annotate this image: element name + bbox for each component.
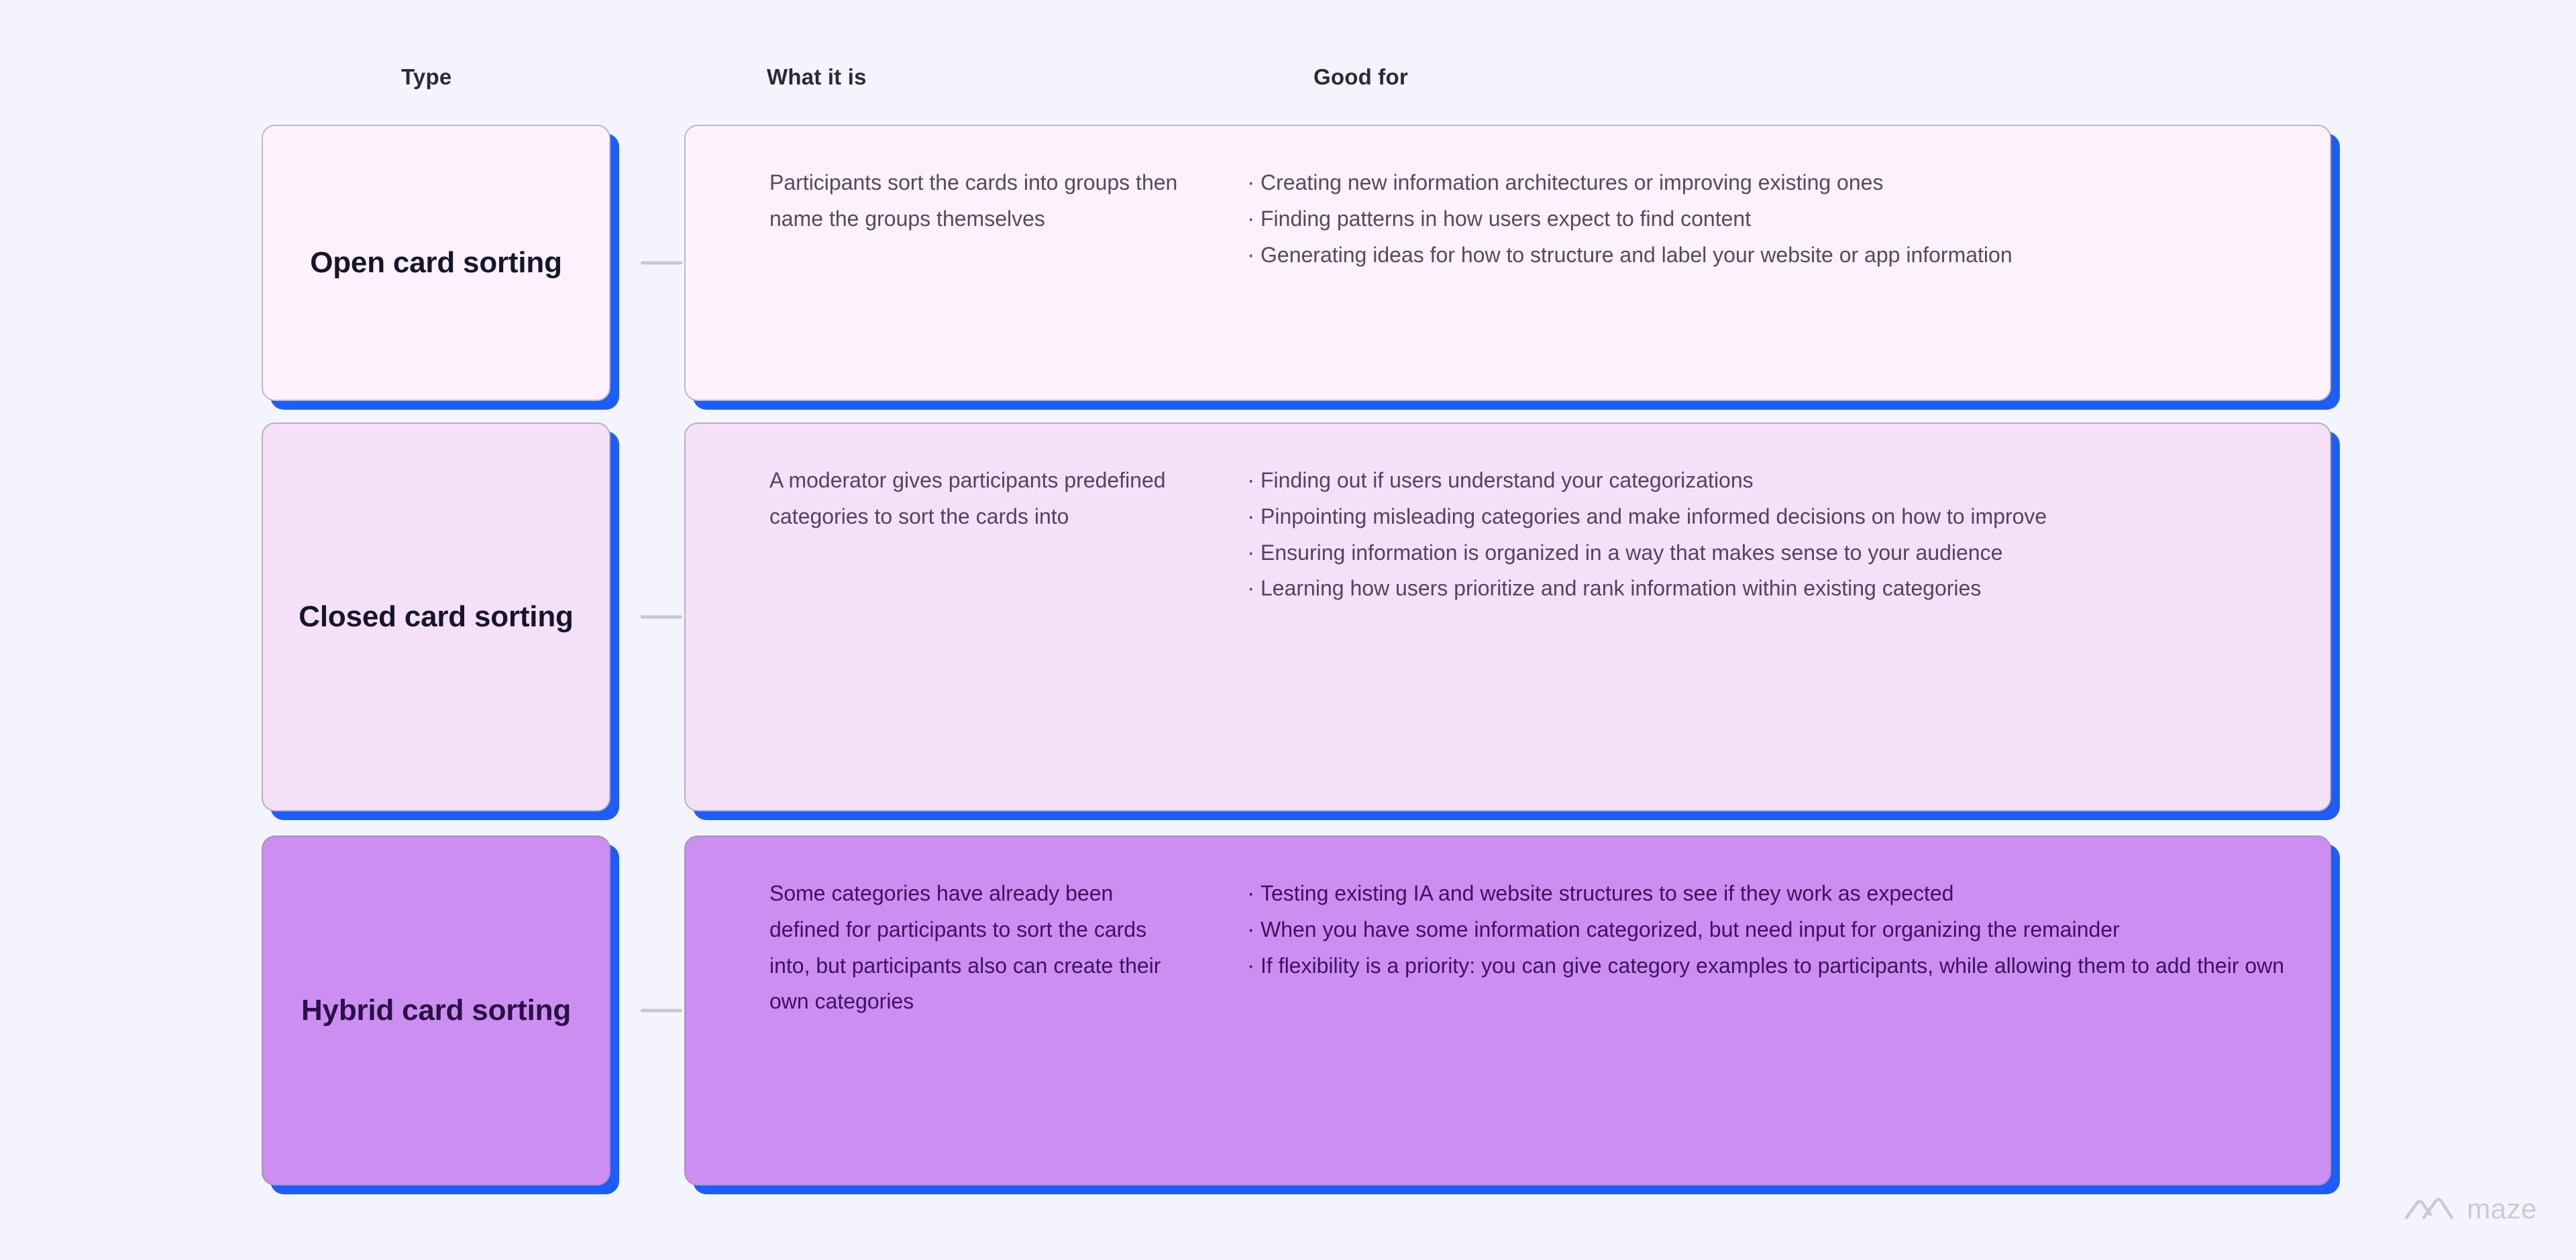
good-for-item: Finding out if users understand your cat… <box>1246 461 2303 500</box>
good-for-column: Finding out if users understand your cat… <box>1236 424 2330 608</box>
good-for-item: When you have some information categoriz… <box>1246 911 2303 949</box>
type-label-text: Open card sorting <box>310 245 562 279</box>
good-for-item: If flexibility is a priority: you can gi… <box>1246 947 2303 985</box>
content-card-closed-card-sorting[interactable]: A moderator gives participants predefine… <box>684 422 2331 811</box>
column-header-good-for: Good for <box>1313 64 1408 89</box>
column-header-type: Type <box>401 64 452 89</box>
type-label-text: Hybrid card sorting <box>301 993 572 1027</box>
brand-name-text: maze <box>2467 1192 2537 1224</box>
good-for-column: Testing existing IA and website structur… <box>1236 837 2330 984</box>
good-for-item: Learning how users prioritize and rank i… <box>1246 569 2303 608</box>
good-for-list: Creating new information architectures o… <box>1246 164 2303 274</box>
good-for-item: Pinpointing misleading categories and ma… <box>1246 498 2303 536</box>
good-for-item: Creating new information architectures o… <box>1246 164 2303 202</box>
table-row: Closed card sorting A moderator gives pa… <box>0 422 2576 811</box>
what-it-is-column: Participants sort the cards into groups … <box>686 126 1236 237</box>
what-it-is-text: Some categories have already been define… <box>769 881 1161 1014</box>
what-it-is-text: A moderator gives participants predefine… <box>769 468 1166 528</box>
good-for-item: Generating ideas for how to structure an… <box>1246 236 2303 274</box>
content-card-hybrid-card-sorting[interactable]: Some categories have already been define… <box>684 836 2331 1186</box>
good-for-column: Creating new information architectures o… <box>1236 126 2330 274</box>
content-card-open-card-sorting[interactable]: Participants sort the cards into groups … <box>684 125 2331 401</box>
good-for-list: Finding out if users understand your cat… <box>1246 461 2303 608</box>
what-it-is-column: Some categories have already been define… <box>686 837 1236 1020</box>
row-connector-line <box>641 1009 682 1013</box>
type-label-card-hybrid-card-sorting[interactable]: Hybrid card sorting <box>262 836 610 1186</box>
what-it-is-text: Participants sort the cards into groups … <box>769 170 1178 231</box>
row-connector-line <box>641 615 682 619</box>
good-for-item: Ensuring information is organized in a w… <box>1246 534 2303 572</box>
type-label-card-closed-card-sorting[interactable]: Closed card sorting <box>262 422 610 811</box>
good-for-item: Finding patterns in how users expect to … <box>1246 200 2303 238</box>
column-header-what-it-is: What it is <box>767 64 867 89</box>
row-connector-line <box>641 261 682 265</box>
column-headers: Type What it is Good for <box>0 64 2576 97</box>
brand-watermark: maze <box>2404 1192 2537 1225</box>
table-row: Open card sorting Participants sort the … <box>0 125 2576 401</box>
type-label-text: Closed card sorting <box>299 599 574 633</box>
table-row: Hybrid card sorting Some categories have… <box>0 836 2576 1186</box>
type-label-card-open-card-sorting[interactable]: Open card sorting <box>262 125 610 401</box>
maze-mountain-logo-icon <box>2404 1192 2455 1225</box>
what-it-is-column: A moderator gives participants predefine… <box>686 424 1236 535</box>
good-for-item: Testing existing IA and website structur… <box>1246 874 2303 913</box>
good-for-list: Testing existing IA and website structur… <box>1246 874 2303 985</box>
